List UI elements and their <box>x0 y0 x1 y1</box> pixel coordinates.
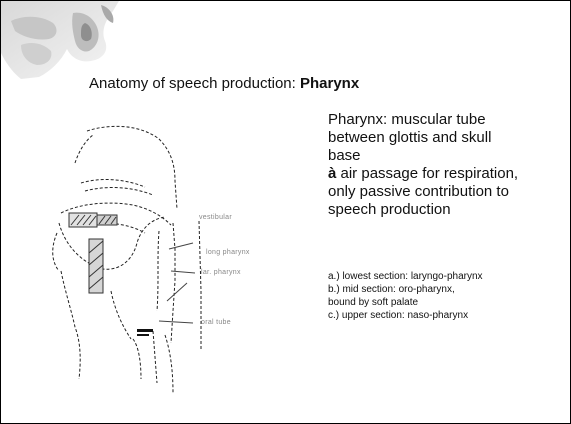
title-prefix: Anatomy of speech production: <box>89 75 300 92</box>
description-line-1: Pharynx: muscular tube <box>328 111 568 129</box>
arrow-line-3: speech production <box>328 201 568 219</box>
vocal-tract-drawing <box>41 121 291 406</box>
section-b-cont: bound by soft palate <box>328 296 568 309</box>
description-line-3: base <box>328 147 568 165</box>
section-c: c.) upper section: naso-pharynx <box>328 309 568 322</box>
slide-title: Anatomy of speech production: Pharynx <box>89 75 359 92</box>
pharynx-sections-list: a.) lowest section: laryngo-pharynx b.) … <box>328 270 568 322</box>
arrow-line-1: à air passage for respiration, <box>328 165 568 183</box>
label-lar-pharynx: lar. pharynx <box>201 269 241 276</box>
vocal-tract-diagram: vestibular long pharynx lar. pharynx ora… <box>41 121 291 406</box>
label-vestibular: vestibular <box>199 214 232 221</box>
section-a: a.) lowest section: laryngo-pharynx <box>328 270 568 283</box>
section-b: b.) mid section: oro-pharynx, <box>328 283 568 296</box>
arrow-text-1: air passage for respiration, <box>336 165 518 182</box>
pharynx-description: Pharynx: muscular tube between glottis a… <box>328 111 568 219</box>
title-bold: Pharynx <box>300 75 359 92</box>
label-long-pharynx: long pharynx <box>206 249 250 256</box>
head-profile-decoration <box>1 1 121 81</box>
label-oral-tube: oral tube <box>201 319 231 326</box>
description-line-2: between glottis and skull <box>328 129 568 147</box>
arrow-line-2: only passive contribution to <box>328 183 568 201</box>
